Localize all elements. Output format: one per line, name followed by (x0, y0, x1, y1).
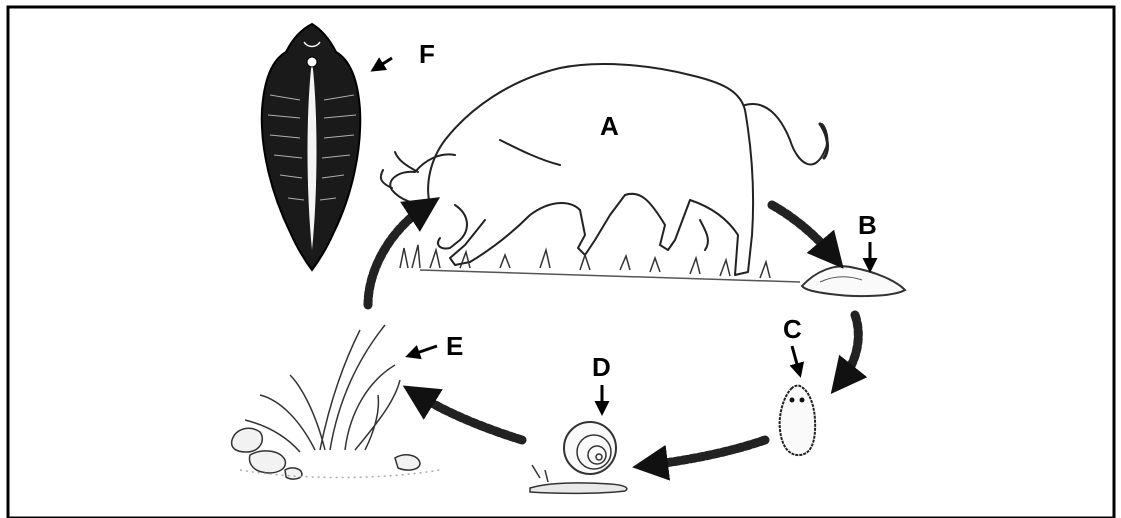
pointer-arrow-c (792, 346, 800, 375)
larva-illustration (780, 386, 816, 455)
adult-fluke-illustration (262, 24, 360, 270)
grass-illustration (232, 325, 440, 479)
label-b: B (858, 212, 877, 238)
label-c: C (783, 316, 802, 342)
label-f: F (419, 41, 435, 67)
pointer-arrow-f (373, 58, 392, 70)
cycle-arrow-c-to-d (650, 440, 765, 465)
snail-illustration (530, 422, 627, 493)
cycle-arrow-e-to-a (368, 207, 425, 305)
cycle-arrow-a-to-b (772, 205, 832, 255)
label-e: E (446, 333, 463, 359)
cycle-arrow-b-to-c (842, 315, 858, 380)
pointer-arrow-e (408, 346, 437, 356)
frame-border (8, 7, 1114, 518)
cow-illustration (381, 64, 828, 275)
dung-illustration (802, 266, 905, 296)
cycle-arrow-d-to-e (418, 395, 522, 440)
label-a: A (600, 113, 619, 139)
label-d: D (592, 354, 611, 380)
